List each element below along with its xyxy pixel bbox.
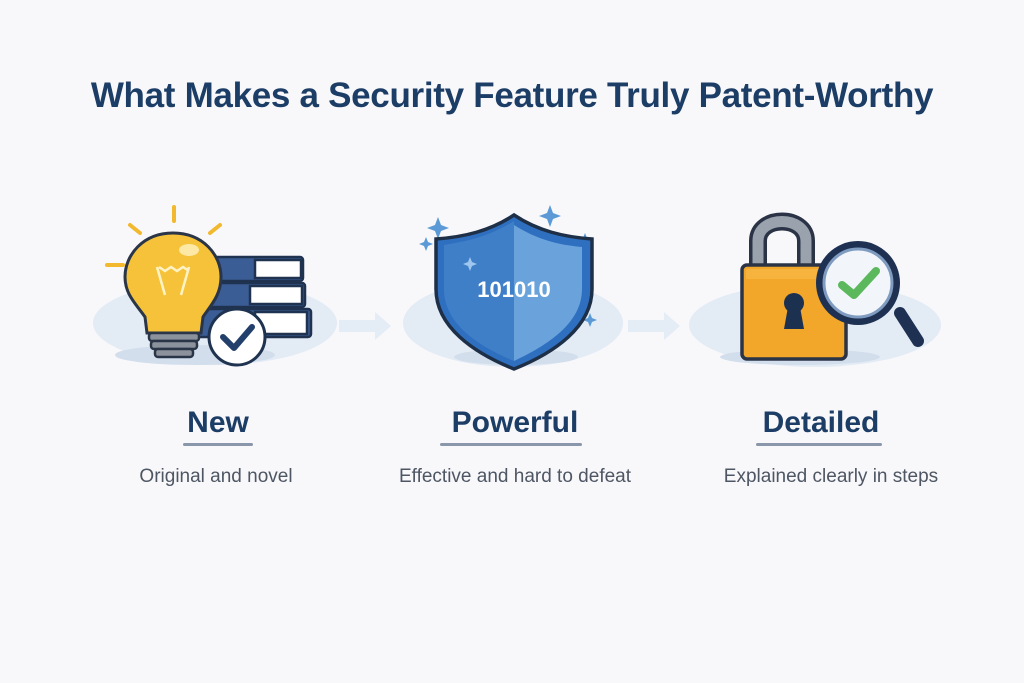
- title-underline: [756, 443, 882, 446]
- title-underline: [183, 443, 253, 446]
- lightbulb-books-check-icon: [85, 195, 355, 385]
- shield-text: 101010: [477, 277, 550, 302]
- feature-title-detailed: Detailed: [762, 406, 880, 439]
- page-title: What Makes a Security Feature Truly Pate…: [90, 76, 934, 115]
- feature-title-powerful: Powerful: [451, 406, 579, 439]
- feature-desc-detailed: Explained clearly in steps: [723, 466, 939, 487]
- feature-title-new: New: [187, 406, 249, 439]
- feature-desc-powerful: Effective and hard to defeat: [398, 466, 632, 487]
- arrow-right-icon: [626, 306, 686, 351]
- shield-binary-icon: 101010: [378, 195, 648, 385]
- feature-card-powerful: 101010: [378, 195, 648, 385]
- feature-desc-new: Original and novel: [139, 466, 293, 487]
- feature-card-detailed: [680, 195, 950, 385]
- arrow-right-icon: [337, 306, 397, 351]
- feature-card-new: [85, 195, 355, 385]
- title-underline: [440, 443, 582, 446]
- padlock-magnifier-check-icon: [680, 195, 950, 385]
